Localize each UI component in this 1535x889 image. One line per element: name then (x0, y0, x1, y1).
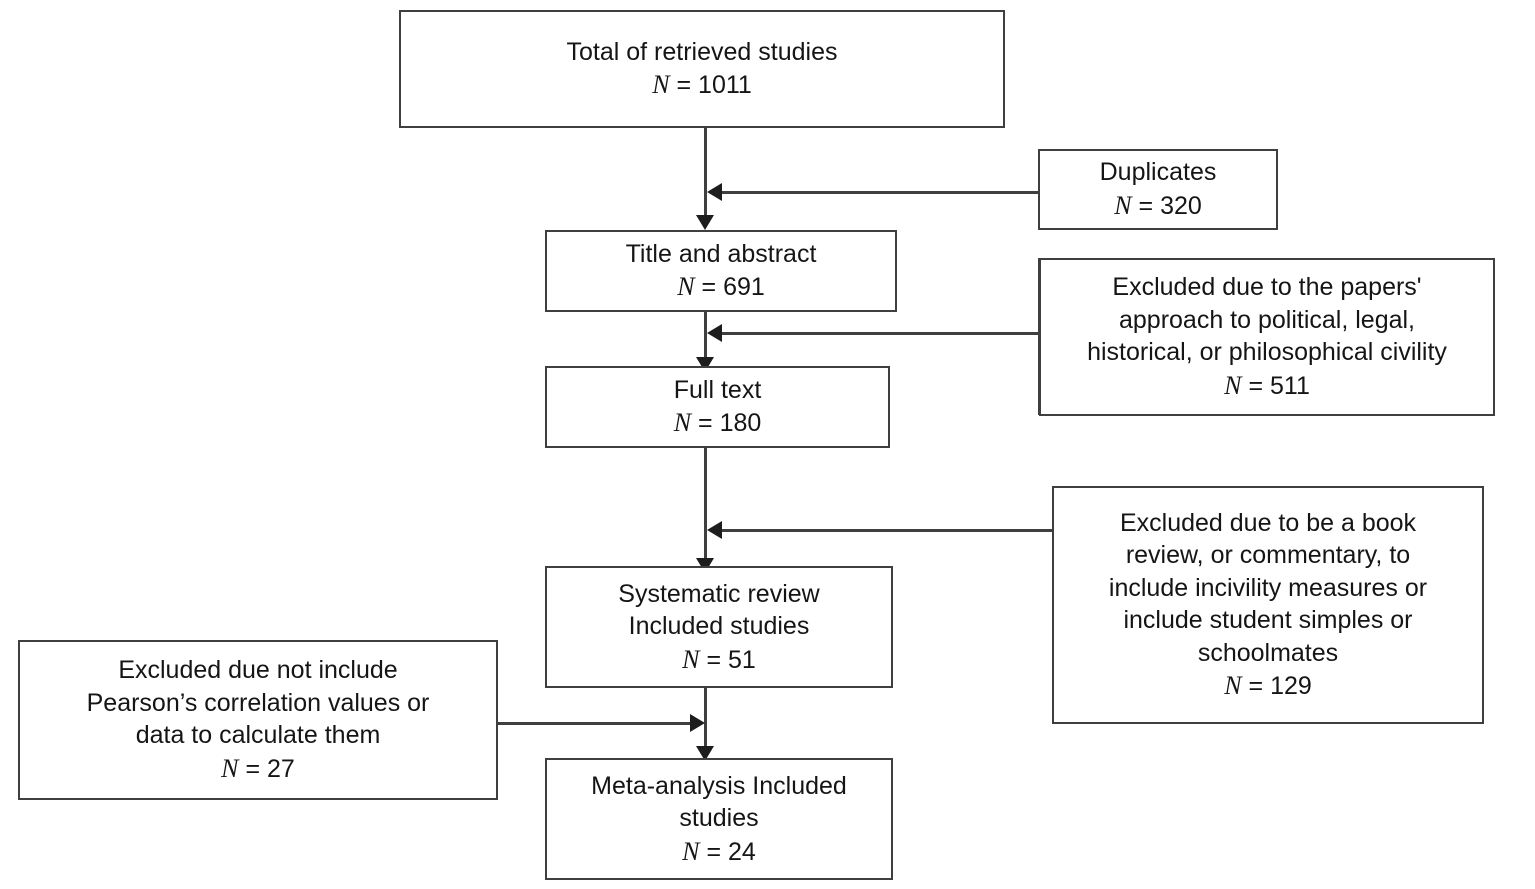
node-line: data to calculate them (135, 721, 381, 750)
n-symbol: N (1224, 671, 1242, 701)
edge-excluded-approach-to-spine (722, 332, 1040, 335)
arrowhead-into-title-abstract (696, 215, 714, 230)
n-symbol: N (652, 70, 670, 100)
n-equals: = (1138, 191, 1154, 220)
node-line: include student simples or (1123, 606, 1413, 635)
n-value: 180 (719, 409, 762, 438)
n-value: 691 (723, 273, 765, 302)
n-value: 27 (267, 754, 295, 783)
n-value: 511 (1270, 371, 1310, 400)
n-value: 1011 (698, 71, 752, 100)
node-excluded-pearson[interactable]: Excluded due not include Pearson’s corre… (18, 640, 498, 800)
n-symbol: N (682, 644, 700, 674)
n-value: 129 (1270, 672, 1312, 701)
n-symbol: N (221, 753, 239, 783)
n-equals: = (676, 71, 692, 100)
node-line: Pearson’s correlation values or (86, 688, 430, 717)
edge-excluded-bookreview-to-spine (722, 529, 1054, 532)
node-count: N = 129 (1224, 669, 1312, 703)
edge-retrieved-to-title (704, 128, 707, 226)
node-line: review, or commentary, to (1125, 541, 1411, 570)
node-title-and-abstract[interactable]: Title and abstract N = 691 (545, 230, 897, 312)
node-line: historical, or philosophical civility (1087, 338, 1447, 367)
node-systematic-review[interactable]: Systematic review Included studies N = 5… (545, 566, 893, 688)
n-symbol: N (682, 836, 700, 866)
arrowhead-from-duplicates (707, 183, 722, 201)
edge-systematic-to-meta (704, 688, 707, 760)
n-symbol: N (677, 272, 695, 302)
node-line: schoolmates (1197, 638, 1339, 667)
n-symbol: N (673, 408, 692, 438)
node-count: N = 511 (1224, 369, 1310, 403)
node-line: Excluded due to be a book (1119, 508, 1417, 537)
edge-title-to-fulltext (704, 311, 707, 371)
n-equals: = (1248, 672, 1264, 701)
n-equals: = (701, 273, 717, 302)
node-full-text[interactable]: Full text N = 180 (545, 366, 890, 448)
node-meta-analysis[interactable]: Meta-analysis Included studies N = 24 (545, 758, 893, 880)
node-excluded-approach[interactable]: Excluded due to the papers' approach to … (1039, 258, 1495, 416)
edge-fulltext-to-systematic (704, 448, 707, 573)
node-line: Total of retrieved studies (566, 37, 838, 66)
arrowhead-from-excluded-approach (707, 324, 722, 342)
node-line: Meta-analysis Included (591, 771, 847, 800)
n-equals: = (1248, 371, 1264, 400)
arrowhead-into-meta-analysis (696, 746, 714, 761)
node-count: N = 320 (1114, 189, 1202, 223)
node-duplicates[interactable]: Duplicates N = 320 (1038, 149, 1278, 230)
node-count: N = 1011 (652, 68, 752, 102)
node-line: Systematic review (618, 579, 820, 608)
n-equals: = (706, 645, 722, 674)
edge-duplicates-to-spine (722, 191, 1040, 194)
node-excluded-book-review[interactable]: Excluded due to be a book review, or com… (1052, 486, 1484, 724)
node-total-retrieved-studies[interactable]: Total of retrieved studies N = 1011 (399, 10, 1005, 128)
node-count: N = 24 (682, 835, 756, 869)
n-symbol: N (1224, 370, 1242, 400)
n-value: 51 (728, 645, 756, 674)
node-line: include incivility measures or (1108, 573, 1428, 602)
n-value: 24 (728, 837, 756, 866)
node-line: Duplicates (1099, 158, 1217, 187)
node-line: Excluded due to the papers' (1112, 273, 1422, 302)
arrowhead-from-excluded-bookreview (707, 521, 722, 539)
node-line: approach to political, legal, (1118, 305, 1416, 334)
n-equals: = (698, 409, 713, 438)
n-equals: = (245, 754, 261, 783)
node-line: studies (679, 804, 759, 833)
n-symbol: N (1114, 190, 1132, 220)
node-line: Excluded due not include (118, 656, 398, 685)
n-equals: = (706, 837, 722, 866)
node-count: N = 27 (221, 752, 295, 786)
node-count: N = 180 (674, 406, 762, 440)
node-line: Included studies (628, 612, 810, 641)
n-value: 320 (1160, 191, 1202, 220)
node-line: Title and abstract (625, 239, 817, 268)
node-count: N = 51 (682, 643, 756, 677)
node-line: Full text (673, 375, 762, 404)
node-count: N = 691 (677, 270, 765, 304)
arrowhead-into-spine-from-pearson (690, 714, 705, 732)
